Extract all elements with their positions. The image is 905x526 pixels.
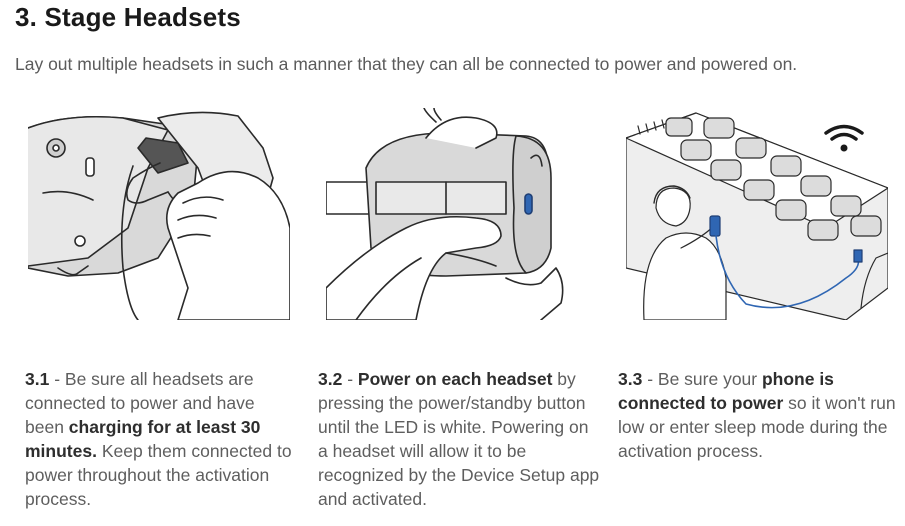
step-text: by pressing the power/standby button unt… bbox=[318, 369, 600, 509]
step-3-1-text: 3.1 - Be sure all headsets are connected… bbox=[25, 367, 295, 511]
step-number: 3.3 bbox=[618, 369, 643, 389]
page-title: 3. Stage Headsets bbox=[15, 2, 241, 32]
step-text: so it won't run low or enter sleep mode … bbox=[618, 393, 896, 461]
step-emphasis: Power on each headset bbox=[357, 369, 553, 389]
step-text: Keep them connected to power throughout … bbox=[25, 441, 292, 509]
step-text: Be sure all headsets are connected to po… bbox=[25, 369, 255, 437]
intro-text: Lay out multiple headsets in such a mann… bbox=[15, 54, 798, 74]
step-separator: - bbox=[49, 369, 65, 389]
headsets-phone-wifi-illustration bbox=[626, 108, 888, 320]
headset-charging-illustration bbox=[28, 108, 290, 320]
step-emphasis: phone is connected to power bbox=[618, 369, 834, 413]
step-number: 3.2 bbox=[318, 369, 343, 389]
step-number: 3.1 bbox=[25, 369, 50, 389]
step-3-2-text: 3.2 - Power on each headset by pressing … bbox=[318, 367, 603, 511]
step-3-3-text: 3.3 - Be sure your phone is connected to… bbox=[618, 367, 898, 463]
headset-power-button-illustration bbox=[326, 108, 574, 320]
step-emphasis: charging for at least 30 minutes. bbox=[25, 417, 261, 461]
step-separator: - bbox=[642, 369, 658, 389]
step-separator: - bbox=[342, 369, 358, 389]
step-text: Be sure your bbox=[657, 369, 762, 389]
